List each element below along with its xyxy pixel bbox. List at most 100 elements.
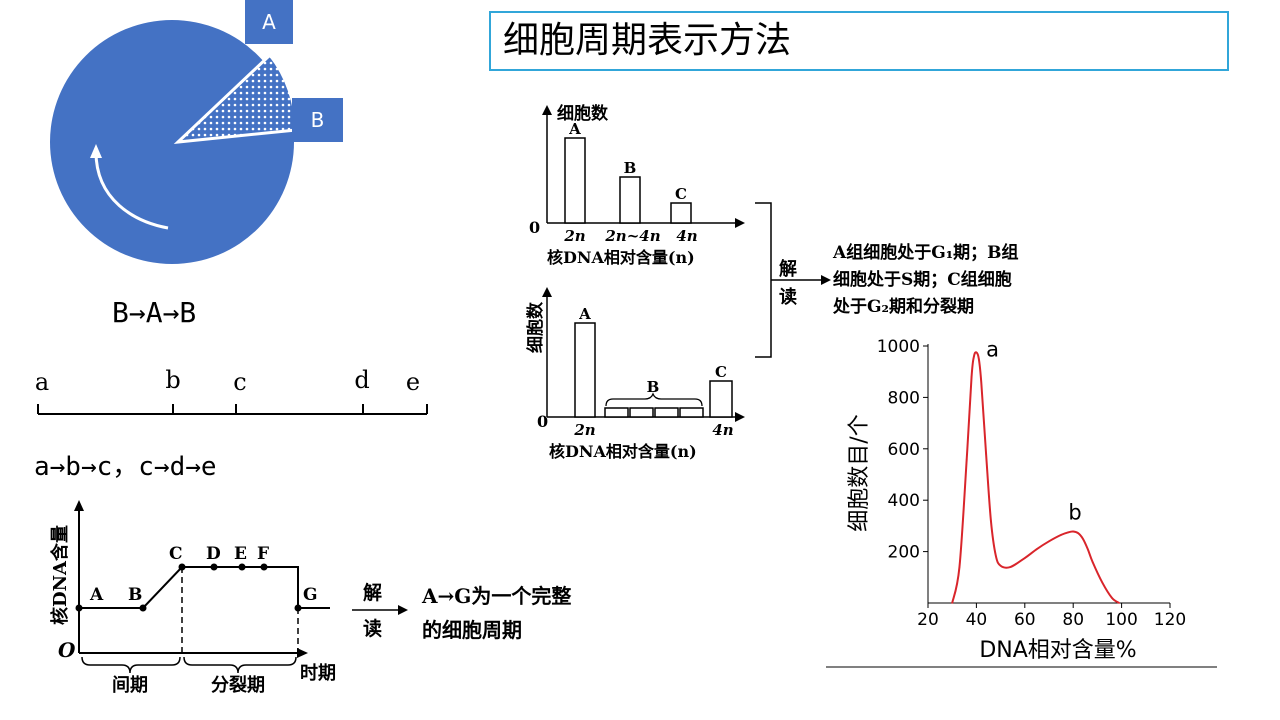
chart-data-point [1082,537,1084,540]
page-title: 细胞周期表示方法 [503,20,792,61]
chart-data-point [970,376,973,378]
chart-data-point [973,355,975,358]
label-e: E [234,544,247,564]
dna-ylabel: 核DNA含量 [49,525,71,625]
dot-b [139,604,147,612]
brace-interphase [81,656,181,674]
chart-x-tick-label: 80 [1062,610,1084,630]
bottom-x-arrow [735,412,745,422]
top-bar-c [670,202,692,224]
chart-data-point [1036,548,1038,550]
label-c: C [169,544,183,564]
top-zero: 0 [529,218,540,237]
dna-y-arrow [74,500,84,511]
chart-data-point [1077,532,1079,534]
bottom-bar-a [574,322,596,418]
dot-g [294,604,302,612]
chart-data-point [1091,561,1094,563]
top-tick-3: 4n [676,227,697,245]
chart-y-tick-label: 200 [888,543,920,563]
pie-label-a: A [245,0,293,44]
chart-data-point [999,564,1002,567]
phase-interphase: 间期 [112,675,148,695]
pie-arrow-head [90,144,102,158]
label-a: A [89,585,104,605]
chart-data-point [975,351,978,354]
chart-data-point [980,381,983,383]
dot-d [210,563,218,571]
histogram-bracket [755,202,772,358]
dot-f [260,563,268,571]
top-bar-a [564,137,586,224]
pie-sequence: B→A→B [112,296,197,329]
bottom-label-c: C [715,363,727,381]
top-y-arrow [542,105,552,115]
point-c: c [233,368,246,396]
chart-series-line [951,351,1120,604]
dot-e [238,563,246,571]
bottom-label-a: A [578,305,591,323]
chart-data-point [1086,548,1089,550]
interpret-2: 读 [363,617,382,640]
bottom-y-arrow [542,287,552,297]
label-g: G [303,585,318,605]
chart-x-tick-label: 20 [917,610,939,630]
chart-annotation: a [986,337,999,361]
pie-arrow [94,149,169,230]
histogram-arrow-head [821,275,831,285]
dna-xlabel: 时期 [300,663,336,684]
chart-data-point [1111,597,1113,599]
top-label-a: A [568,120,581,138]
histogram-interpret-1: 解 [779,258,797,280]
bottom-ylabel: 细胞数 [525,301,546,353]
pie-circle [50,20,294,264]
histogram-interpretation-1: A组细胞处于G₁期；B组 [832,242,1019,263]
top-xlabel: 核DNA相对含量(n) [547,248,695,267]
histogram-interpretation-2: 细胞处于S期；C组细胞 [833,269,1012,290]
top-label-b: B [624,159,637,177]
bottom-bar-b3 [654,407,679,418]
dna-content-diagram: 核DNA含量 O A B C D E F G 间期 分裂期 时期 解 读 A→G… [49,500,571,695]
dna-x-arrow [297,648,308,658]
chart-data-point [978,358,980,360]
label-d: D [206,544,221,564]
bottom-tick-1: 2n [573,421,595,439]
cell-cycle-pie [50,20,298,264]
label-f: F [257,544,269,564]
bottom-zero: 0 [537,412,548,431]
chart-y-tick-label: 800 [888,388,920,408]
histogram-interpret-2: 读 [779,286,797,308]
brace-division [183,656,297,674]
dna-interpretation-1: A→G为一个完整 [421,584,571,608]
segment-sequence: a→b→c，c→d→e [34,452,217,482]
chart-y-tick-label: 400 [888,491,920,511]
bottom-bar-b4 [679,407,704,418]
top-tick-1: 2n [563,227,585,245]
dot-a [75,604,83,612]
chart-x-tick-label: 100 [1105,610,1137,630]
point-e: e [406,368,420,396]
line-segment-diagram: a b c d e [35,366,428,415]
chart-data-point [1072,530,1074,533]
chart-annotation: b [1068,500,1081,524]
chart-data-point [965,458,968,460]
title-box: 细胞周期表示方法 [489,11,1229,71]
chart-data-point [1060,534,1062,536]
chart-ylabel: 细胞数目/个 [847,414,872,531]
chart-data-point [990,519,992,522]
top-bar-b [619,176,641,224]
bottom-tick-2: 4n [712,421,733,439]
chart-data-point [1101,581,1104,584]
chart-data-point [1024,557,1026,559]
bottom-bar-b2 [629,407,654,418]
dna-curve-line [79,566,330,609]
dna-interpretation-2: 的细胞周期 [422,618,522,642]
chart-y-tick-label: 1000 [877,337,920,357]
top-label-c: C [675,185,687,203]
top-tick-2: 2n~4n [604,227,660,245]
chart-data-point [1067,531,1070,534]
point-d: d [354,366,369,394]
bottom-bar-b1 [604,407,629,418]
interpret-arrow-head [398,605,408,615]
